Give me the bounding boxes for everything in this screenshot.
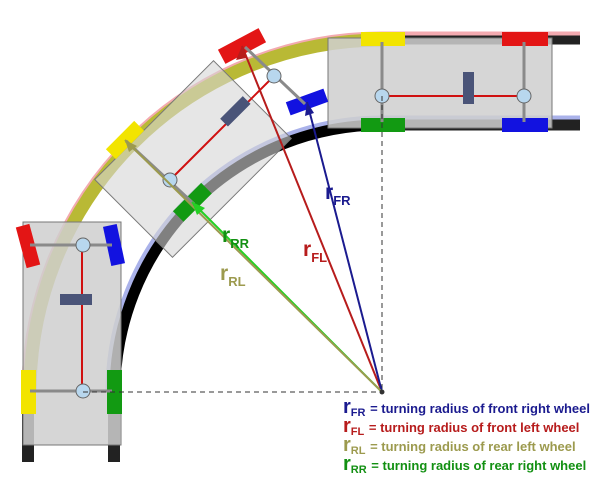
top-vehicle-front-hub: [516, 88, 532, 104]
legend-description: = turning radius of rear right wheel: [367, 458, 587, 473]
legend-row-rr: rRR = turning radius of rear right wheel: [343, 453, 590, 476]
top-vehicle-front-right-wheel: [502, 118, 548, 132]
radius-arrowhead-front-right: [305, 102, 314, 116]
label-r-rl: rRL: [220, 262, 246, 289]
left-vehicle-front-right-wheel: [102, 223, 126, 267]
label-r-fr: rFR: [325, 181, 351, 208]
left-vehicle-rear-hub: [75, 383, 91, 399]
legend-row-rl: rRL = turning radius of rear left wheel: [343, 434, 590, 457]
left-vehicle-front-hub: [75, 237, 91, 253]
top-vehicle-marker: [463, 72, 474, 104]
legend-description: = turning radius of rear left wheel: [366, 439, 576, 454]
middle-vehicle-marker: [220, 96, 251, 127]
left-vehicle-rear-left-wheel: [21, 370, 36, 414]
legend-row-fl: rFL = turning radius of front left wheel: [343, 415, 590, 438]
legend: rFR = turning radius of front right whee…: [343, 396, 590, 476]
legend-description: = turning radius of front right wheel: [366, 401, 590, 416]
legend-subscript: RL: [350, 445, 366, 457]
legend-subscript: RR: [350, 464, 367, 476]
legend-subscript: FR: [350, 407, 366, 419]
top-vehicle-front-left-wheel: [502, 32, 548, 46]
top-vehicle-rear-left-wheel: [361, 32, 405, 46]
vehicle-body-middle: [94, 60, 292, 258]
legend-symbol: r: [343, 434, 351, 456]
middle-vehicle-front-hub: [266, 68, 282, 84]
legend-symbol: r: [343, 453, 351, 475]
legend-row-fr: rFR = turning radius of front right whee…: [343, 396, 590, 419]
middle-vehicle-spine: [169, 75, 275, 181]
legend-symbol: r: [343, 396, 351, 418]
top-vehicle-rear-right-wheel: [361, 118, 405, 132]
legend-description: = turning radius of front left wheel: [365, 420, 580, 435]
left-vehicle-front-left-wheel: [15, 223, 41, 269]
center-of-rotation: [379, 389, 385, 395]
radius-line-rear-left: [124, 139, 383, 393]
vehicle-body-top: [327, 37, 553, 129]
middle-vehicle-rear-hub: [162, 172, 178, 188]
radius-arrowhead-rear-right: [192, 202, 205, 215]
radius-line-front-right: [306, 101, 383, 393]
left-vehicle-marker: [60, 294, 92, 305]
vehicle-body-left: [22, 221, 122, 446]
label-r-fl: rFL: [303, 238, 327, 265]
legend-symbol: r: [343, 415, 351, 437]
radius-line-front-left: [241, 45, 383, 393]
legend-subscript: FL: [350, 426, 365, 438]
label-r-rr: rRR: [222, 224, 250, 251]
radius-arrowhead-front-left: [236, 46, 246, 60]
radius-arrowhead-rear-left: [125, 140, 137, 152]
